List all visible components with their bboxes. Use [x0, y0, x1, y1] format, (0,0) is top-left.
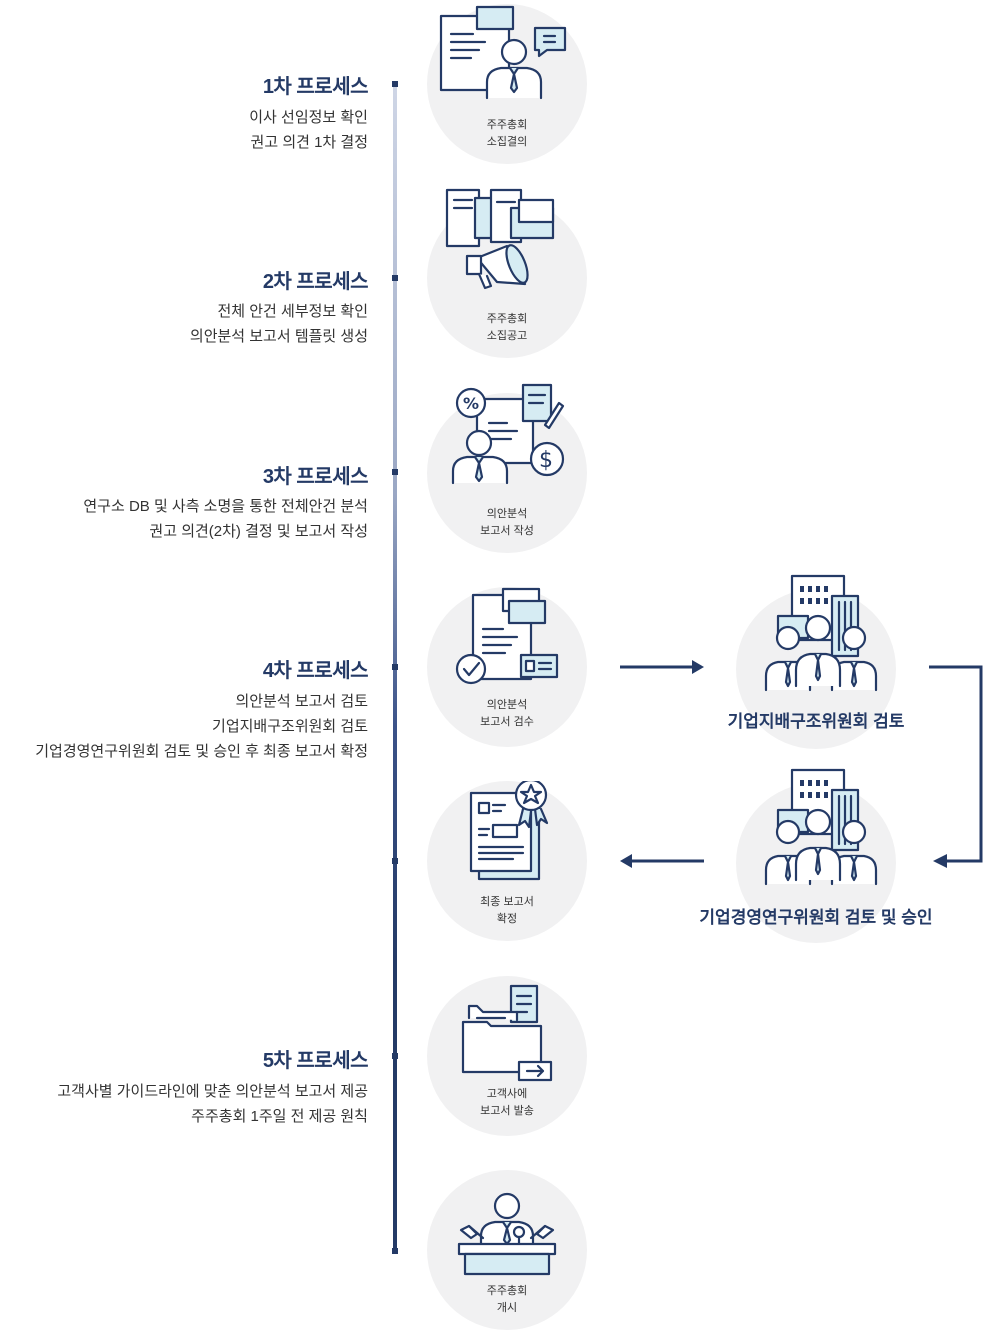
- step-3-label: 의안분석: [486, 508, 528, 520]
- folder-send-icon: [461, 984, 553, 1082]
- process-5-line: 주주총회 1주일 전 제공 원칙: [191, 1108, 368, 1125]
- committee-2-circle: [736, 768, 896, 943]
- process-1-line: 권고 의견 1차 결정: [250, 134, 368, 151]
- step-5-label: 확정: [496, 913, 518, 925]
- process-2-title: 2차 프로세스: [262, 271, 369, 293]
- process-4-line: 의안분석 보고서 검토: [235, 693, 368, 710]
- process-2-line: 전체 안건 세부정보 확인: [217, 303, 368, 320]
- process-1-title: 1차 프로세스: [262, 76, 369, 98]
- megaphone-icon: [445, 188, 555, 290]
- arrow-right-icon: [620, 660, 704, 674]
- committee-1-circle: [736, 574, 896, 749]
- process-3-title: 3차 프로세스: [262, 466, 369, 488]
- step-6-label: 고객사에: [486, 1088, 528, 1100]
- process-2-line: 의안분석 보고서 템플릿 생성: [189, 328, 368, 345]
- step-6-label: 보고서 발송: [480, 1105, 534, 1117]
- timeline-tick: [392, 1053, 398, 1059]
- step-4-circle: 의안분석 보고서 검수: [427, 587, 587, 747]
- step-3-circle: % $ 의안분석 보고서 작성: [427, 383, 587, 553]
- timeline-tick: [392, 81, 398, 87]
- timeline-tick: [392, 275, 398, 281]
- step-7-circle: 주주총회 개시: [427, 1170, 587, 1330]
- certificate-icon: [469, 781, 549, 881]
- process-5-line: 고객사별 가이드라인에 맞춘 의안분석 보고서 제공: [57, 1083, 368, 1100]
- timeline-tick: [392, 469, 398, 475]
- step-1-label: 주주총회: [486, 119, 528, 131]
- svg-text:$: $: [539, 448, 553, 473]
- step-7-label: 주주총회: [486, 1285, 528, 1297]
- step-2-label: 주주총회: [486, 313, 528, 325]
- timeline-tick: [392, 664, 398, 670]
- process-3-line: 연구소 DB 및 사측 소명을 통한 전체안건 분석: [83, 498, 368, 515]
- arrow-left-icon: [620, 854, 704, 868]
- step-2-circle: 주주총회 소집공고: [427, 188, 587, 358]
- step-4-label: 보고서 검수: [480, 716, 534, 728]
- committee-1-label: 기업지배구조위원회 검토: [727, 712, 905, 731]
- committee-2-label: 기업경영연구위원회 검토 및 승인: [699, 908, 933, 927]
- arrow-elbow-down-icon: [929, 665, 983, 868]
- analyst-icon: % $: [451, 383, 565, 485]
- step-1-circle: 주주총회 소집결의: [427, 4, 587, 164]
- step-6-circle: 고객사에 보고서 발송: [427, 976, 587, 1136]
- timeline-tick: [392, 858, 398, 864]
- person-document-icon: [439, 5, 567, 100]
- committee-group-icon: [764, 768, 878, 886]
- timeline-tick: [392, 1248, 398, 1254]
- step-2-label: 소집공고: [486, 330, 528, 342]
- step-4-label: 의안분석: [486, 699, 528, 711]
- document-check-icon: [455, 587, 559, 685]
- step-5-label: 최종 보고서: [480, 896, 534, 908]
- step-5-circle: 최종 보고서 확정: [427, 781, 587, 941]
- process-3-line: 권고 의견(2차) 결정 및 보고서 작성: [149, 523, 368, 540]
- process-1-line: 이사 선임정보 확인: [249, 109, 368, 126]
- step-7-label: 개시: [496, 1302, 518, 1314]
- podium-icon: [457, 1192, 557, 1276]
- step-3-label: 보고서 작성: [480, 525, 534, 537]
- process-4-title: 4차 프로세스: [262, 660, 369, 682]
- committee-group-icon: [764, 574, 878, 692]
- process-4-line: 기업경영연구위원회 검토 및 승인 후 최종 보고서 확정: [35, 743, 368, 760]
- process-5-title: 5차 프로세스: [262, 1050, 369, 1072]
- step-1-label: 소집결의: [486, 136, 528, 148]
- svg-text:%: %: [463, 394, 479, 413]
- process-4-line: 기업지배구조위원회 검토: [212, 718, 368, 735]
